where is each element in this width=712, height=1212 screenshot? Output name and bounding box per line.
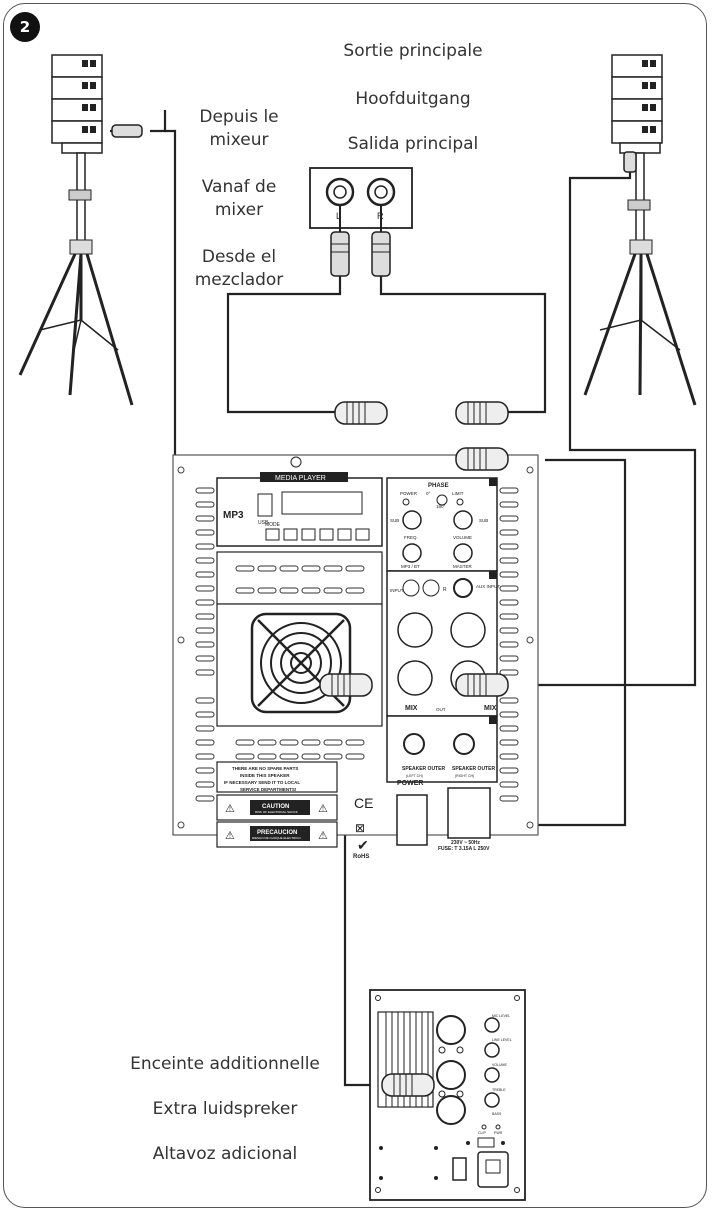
page-frame [3,3,707,1208]
label-line: Depuis le [199,107,279,127]
usb-label: USB [258,520,269,526]
weee-bin-icon: ⊠ [355,821,365,835]
speaker-outer-right-label: SPEAKER OUTER [452,766,495,772]
label-from-mixer-nl: Vanaf de mixer [180,176,298,222]
aux-input-label: AUX INPUT [476,584,500,589]
out-label: OUT [436,707,446,712]
bass-label: BASS [492,1112,502,1116]
mic-level-label: MIC LEVEL [492,1014,510,1018]
mode-label: MODE [265,522,281,528]
xlr-plug-left-input [334,401,388,425]
warning-line-4: SERVICE DEPARTMENTS! [240,787,297,792]
label-line: mezclador [194,269,284,290]
label-extra-speaker-fr: Enceinte additionnelle [130,1054,320,1074]
label-line: mixer [214,199,264,220]
label-line: mixeur [209,129,269,150]
label-line: Desde el [201,247,277,267]
mains-label: 230V ~ 50Hz [451,840,481,846]
caution-triangle-right-icon: ⚠ [318,803,328,815]
media-player-label: MEDIA PLAYER [275,475,326,482]
master-label: MASTER [453,564,473,569]
phase-label: PHASE [428,483,449,489]
left-ch-label: (LEFT CH) [406,774,423,778]
mp3-label: MP3 [223,510,244,521]
input-label: INPUT [390,588,404,593]
caution-sub-1: RISK OF ELECTRICAL SHOCK [255,810,298,814]
rohs-label: RoHS [353,854,369,860]
pwr-label: PWR [494,1131,503,1135]
right-ch-label: (RIGHT CH) [455,774,474,778]
sub-label-left: SUB [390,518,399,523]
label-line: Vanaf de [201,177,277,197]
deg0-label: 0° [426,491,431,496]
label-extra-speaker-nl: Extra luidspreker [152,1099,298,1119]
precaucion-sub-1: RIESGO DE CHOQUE ELECTRICO [252,836,301,840]
fuse-label: FUSE: T 3.15A L 250V [438,846,490,852]
xlr-plug-extra-speaker [381,1073,435,1097]
jack-l-label: L [336,211,341,221]
line-level-label: LINE LEVEL [492,1038,512,1042]
step-badge: 2 [10,12,40,42]
warning-line-3: IF NECESSARY SEND IT TO LOCAL [224,780,300,785]
label-main-output-fr: Sortie principale [343,41,483,61]
mix-label-left: MIX [405,705,418,712]
rohs-check-icon: ✔ [357,837,369,853]
caution-triangle-left-icon: ⚠ [225,803,235,815]
speakon-plug-left [319,673,373,697]
mp3bt-label: MP3 / BT [401,564,420,569]
warning-line-1: THERE ARE NO SPARE PARTS [232,766,298,771]
caution-label: CAUTION [262,804,289,810]
main-rear-panel: MEDIA PLAYER MP3 USB MODE [172,454,539,860]
right-speaker-tripod [583,54,697,406]
mix-label-right: MIX [484,705,497,712]
power-small-label: POWER [400,491,418,496]
label-main-output-es: Salida principal [347,134,479,154]
precaucion-triangle-right-icon: ⚠ [318,830,328,842]
speaker-outer-left-label: SPEAKER OUTER [402,766,445,772]
freq-label: FREQ. [404,535,418,540]
deg180-label: 180° [436,504,446,509]
label-from-mixer-fr: Depuis le mixeur [180,106,298,152]
label-extra-speaker-es: Altavoz adicional [152,1144,298,1164]
power-label: POWER [397,780,423,787]
input-r-label: R [443,587,447,593]
label-main-output-nl: Hoofduitgang [355,89,471,109]
xlr-plug-right-input [455,401,509,425]
precaucion-label: PRECAUCION [257,830,297,836]
extra-volume-label: VOLUME [492,1063,507,1067]
warning-line-2: INSIDE THIS SPEAKER [240,773,290,778]
label-from-mixer-es: Desde el mezclador [180,246,298,292]
treble-label: TREBLE [492,1088,506,1092]
precaucion-triangle-left-icon: ⚠ [225,830,235,842]
speakon-plug-right [455,673,509,697]
sub-label-right: SUB [479,518,488,523]
limit-label: LIMIT [452,491,464,496]
mixer-output-jacks: L R [309,167,413,277]
clip-label: CLIP [478,1131,486,1135]
left-speaker-tripod [18,54,134,406]
ce-mark: CE [354,795,373,811]
volume-label: VOLUME [453,535,472,540]
xlr-plug-mix-out [455,447,509,471]
